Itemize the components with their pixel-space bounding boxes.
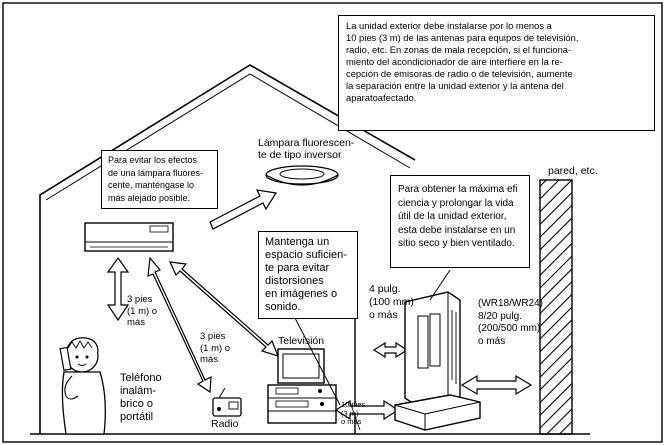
distance-tv-line: 10 pies <box>341 400 366 409</box>
lamp-label: Lámpara fluorescen- te de tipo inversor <box>258 137 354 161</box>
space-note-line: Mantenga un <box>265 236 330 248</box>
distance-phone-line: más <box>127 317 145 328</box>
outdoor-note-line: ciencia y prolongar la vida <box>398 197 514 209</box>
lamp-label-line: Lámpara fluorescen- <box>258 137 355 149</box>
outdoor-note-line: sitio seco y bien ventilado. <box>398 238 515 249</box>
lamp-label-line: te de tipo inversor <box>258 149 342 161</box>
distance-phone-label: 3 pies (1 m) o más <box>127 294 157 329</box>
distance-wall-line: (WR18/WR24) <box>478 298 544 309</box>
distance-wall-line: (200/500 mm) <box>478 323 541 334</box>
arrow-ac-phone <box>106 256 130 322</box>
phone-person-icon <box>59 337 106 435</box>
fluorescent-lamp-icon <box>265 165 339 186</box>
distance-house-line: o más <box>369 309 398 321</box>
distance-tv-line: (3 m) <box>341 408 359 418</box>
distance-house-label: 4 pulg. (100 mm) o más <box>369 283 414 322</box>
distance-phone-line: (1 m) o <box>127 305 158 317</box>
phone-label: Teléfono inalám- brico o portátil <box>120 372 162 424</box>
outdoor-note-line: útil de la unidad exterior, <box>398 211 507 222</box>
space-note-line: distorsiones <box>265 275 324 287</box>
television-icon <box>267 348 337 424</box>
phone-label-line: Teléfono <box>120 372 162 384</box>
fluorescent-note-line: de una lámpara fluores- <box>108 167 204 178</box>
arrow-outdoor-wall <box>460 374 533 396</box>
distance-tv-line: o más <box>341 417 362 426</box>
top-note-line: La unidad exterior debe instalarse por l… <box>346 20 552 31</box>
top-note-line: 10 pies (3 m) de las antenas para equipo… <box>346 32 579 43</box>
top-note-line: cepción de emisoras de radio o de televi… <box>346 68 573 79</box>
radio-label: Radio <box>211 418 239 430</box>
distance-tv-label: 10 pies (3 m) o más <box>341 400 366 427</box>
top-note-text: La unidad exterior debe instalarse por l… <box>346 20 651 104</box>
top-note-line: miento del acondicionador de aire interf… <box>346 56 563 67</box>
fluorescent-note-line: más alejado posible. <box>108 192 191 203</box>
distance-wall-label: (WR18/WR24) 8/20 pulg. (200/500 mm) o má… <box>478 298 543 348</box>
outdoor-note-line: Para obtener la máxima efi <box>398 184 518 195</box>
top-note-line: la separación entre la unidad exterior y… <box>346 80 564 91</box>
television-label: Televisión <box>278 335 325 347</box>
arrow-house-outdoor <box>372 341 409 359</box>
distance-radio-line: 3 pies <box>200 331 226 342</box>
outdoor-note-box: Para obtener la máxima efi ciencia y pro… <box>390 175 530 268</box>
outdoor-note-pointer <box>429 269 451 301</box>
indoor-unit-icon <box>84 222 174 252</box>
arrow-to-lamp <box>209 189 277 230</box>
fluorescent-note-line: Para evitar los efectos <box>108 155 198 165</box>
distance-radio-line: más <box>200 354 218 365</box>
wall-icon <box>539 179 573 435</box>
top-note-box <box>338 15 655 131</box>
radio-icon <box>212 387 242 417</box>
distance-house-line: 4 pulg. <box>369 283 401 295</box>
distance-wall-line: 8/20 pulg. <box>478 310 522 322</box>
fluorescent-note-box: Para evitar los efectos de una lámpara f… <box>101 150 218 209</box>
wall-label: pared, etc. <box>548 165 598 177</box>
distance-house-line: (100 mm) <box>369 296 414 308</box>
space-note-box: Mantenga un espacio suficien- te para ev… <box>258 231 358 319</box>
space-note-line: en imágenes o <box>265 288 338 300</box>
fluorescent-note-line: cente, manténgase lo <box>108 180 195 190</box>
space-note-line: sonido. <box>265 301 301 313</box>
phone-label-line: brico o <box>120 398 154 410</box>
top-note-line: aparatoafectado. <box>346 92 417 103</box>
distance-radio-label: 3 pies (1 m) o más <box>200 331 230 366</box>
phone-label-line: inalám- <box>120 385 157 397</box>
arrow-ac-radio <box>147 256 212 394</box>
distance-phone-line: 3 pies <box>127 294 153 305</box>
tv-dist-pointer <box>349 401 361 431</box>
top-note-line: radio, etc. En zonas de mala recepción, … <box>346 44 572 55</box>
space-note-line: espacio suficien- <box>265 249 347 261</box>
space-note-pointer <box>294 317 341 406</box>
house-outline <box>39 64 416 434</box>
distance-wall-line: o más <box>478 335 506 347</box>
outdoor-unit-icon <box>394 291 481 431</box>
outdoor-note-line: esta debe instalarse en un <box>398 224 516 236</box>
distance-radio-line: (1 m) o <box>200 342 231 354</box>
space-note-line: te para evitar <box>265 262 330 274</box>
phone-label-line: portátil <box>120 411 154 423</box>
